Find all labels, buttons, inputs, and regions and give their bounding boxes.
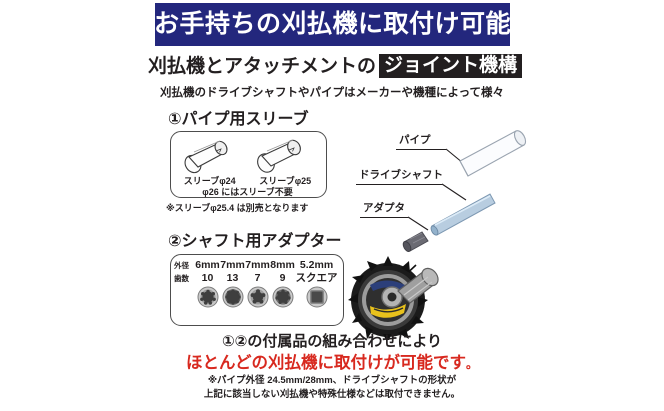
row-header-outer-diameter: 外径 (174, 261, 189, 270)
conclusion-line1: ①②の付属品の組み合わせにより (221, 333, 443, 350)
tooth-count-4: 9 (279, 272, 286, 284)
table-row-tooth-count: 歯数 10 13 7 9 スクエア (174, 272, 338, 285)
outer-diameter-3: 7mm (245, 259, 270, 271)
headline-highlight: ジョイント機構 (379, 54, 523, 78)
joint-assembly-diagram (348, 130, 527, 340)
square-socket-icon (306, 286, 328, 308)
banner-text: お手持ちの刈払機に取付け可能 (154, 10, 512, 38)
section1-title: ①パイプ用スリーブ (168, 111, 309, 128)
splined-socket-icon (247, 286, 269, 308)
top-banner: お手持ちの刈払機に取付け可能 (154, 3, 512, 46)
outer-diameter-1: 6mm (195, 259, 220, 271)
drive-shaft-illustration (430, 193, 496, 236)
section1-note: φ26 にはスリーブ不要 (202, 187, 293, 197)
sleeve-tube-icon (184, 140, 228, 174)
tooth-count-1: 10 (201, 272, 214, 284)
tooth-count-5: スクエア (295, 272, 338, 284)
callout-underline-adapter (360, 217, 408, 219)
conclusion-line2: ほとんどの刈払機に取付けが可能です。 (0, 349, 664, 373)
sleeve-label-row: スリーブφ24 スリーブφ25 (172, 174, 323, 187)
section2-title: ②シャフト用アダプター (168, 233, 342, 250)
section1-footnote: ※スリーブφ25.4 は別売となります (166, 203, 309, 213)
sleeve-label-24: スリーブφ24 (183, 176, 236, 186)
splined-socket-icon (222, 286, 244, 308)
adapter-spec-table: 外径 6mm 7mm 7mm 8mm 5.2mm 歯数 10 13 7 9 スク… (174, 259, 338, 313)
sleeve-tube-icon (257, 139, 301, 173)
sleeve-illustrations (184, 139, 301, 174)
splined-socket-icon (272, 286, 294, 308)
table-row-icons (174, 285, 338, 313)
subheadline: 刈払機のドライブシャフトやパイプはメーカーや機種によって様々 (159, 87, 505, 99)
outer-diameter-5: 5.2mm (299, 259, 334, 271)
headline-part3: アタッチメント (224, 55, 358, 77)
row-header-tooth-count: 歯数 (174, 274, 189, 283)
splined-socket-icon (197, 286, 218, 308)
headline: 刈払機 と アタッチメント の ジョイント機構 (148, 53, 523, 79)
cultivator-head-photo (348, 256, 439, 340)
conclusion-footnote-line2: 上記に該当しない刈払機や特殊仕様などは取付できません。 (203, 389, 461, 400)
callout-underline-pipe (396, 149, 446, 151)
leader-line-adapter (407, 216, 429, 231)
conclusion-line2-period: 。 (466, 357, 479, 371)
sleeve-label-25: スリーブφ25 (259, 176, 312, 186)
callout-label-adapter: アダプタ (363, 202, 405, 214)
adapter-illustration (402, 231, 429, 252)
conclusion-line2-text: ほとんどの刈払機に取付けが可能です (185, 354, 466, 372)
outer-diameter-2: 7mm (220, 259, 245, 271)
headline-part2: と (204, 55, 224, 77)
conclusion-footnote-line1: ※パイプ外径 24.5mm/28mm、ドライブシャフトの形状が (207, 375, 457, 386)
headline-part4: の (357, 55, 377, 77)
callout-label-drive-shaft: ドライブシャフト (359, 169, 443, 181)
headline-part1: 刈払機 (147, 55, 205, 77)
tooth-count-3: 7 (254, 272, 261, 284)
table-row-outer-diameter: 外径 6mm 7mm 7mm 8mm 5.2mm (174, 259, 338, 272)
tooth-count-2: 13 (226, 272, 239, 284)
callout-underline-drive-shaft (356, 184, 442, 186)
outer-diameter-4: 8mm (270, 259, 295, 271)
callout-label-pipe: パイプ (399, 134, 431, 146)
pipe-illustration (459, 130, 527, 177)
leader-line-shaft (441, 183, 467, 201)
